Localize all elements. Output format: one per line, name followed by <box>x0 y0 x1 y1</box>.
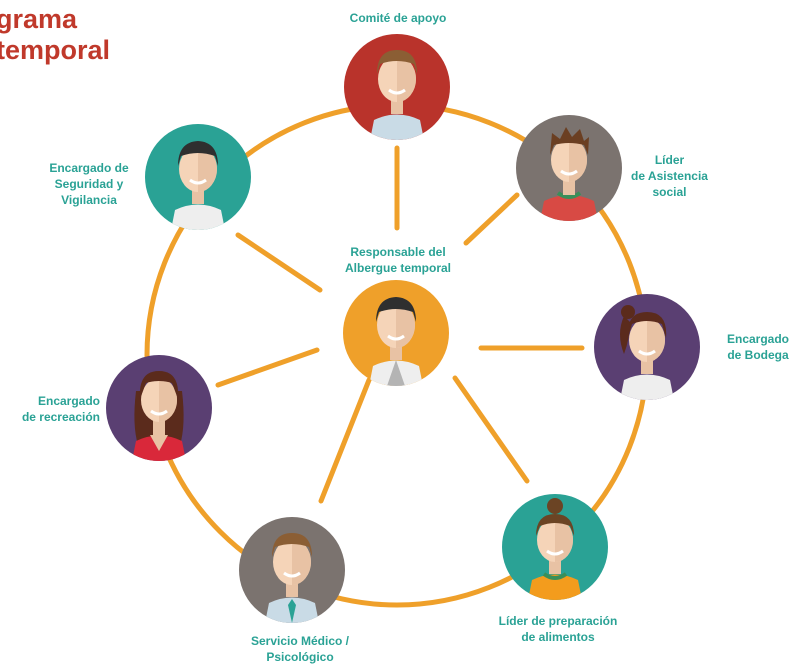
person-icon <box>502 494 608 600</box>
role-avatar-bodega <box>594 294 700 400</box>
role-avatar-comite <box>344 34 450 140</box>
role-label-seguridad: Encargado de Seguridad y Vigilancia <box>49 161 129 207</box>
person-icon <box>239 517 345 623</box>
person-icon <box>516 115 622 221</box>
role-label-comite: Comité de apoyo <box>349 11 447 25</box>
role-label-lider-asistencia: Líder de Asistencia social <box>631 153 708 199</box>
person-icon <box>344 34 450 140</box>
role-avatar-alimentos <box>502 494 608 600</box>
person-icon <box>106 355 212 461</box>
spoke-alimentos <box>452 375 530 484</box>
role-label-alimentos: Líder de preparación de alimentos <box>498 614 618 644</box>
person-icon <box>343 280 449 386</box>
page-title: grama temporal <box>0 4 111 65</box>
role-label-medico: Servicio Médico / Psicológico <box>250 634 350 664</box>
person-icon <box>594 294 700 400</box>
spoke-medico <box>318 377 372 504</box>
center-avatar <box>343 280 449 386</box>
role-label-bodega: Encargado de Bodega <box>726 332 789 362</box>
role-label-recreacion: Encargado de recreación <box>21 394 100 424</box>
spoke-recreacion <box>215 347 320 388</box>
role-avatar-recreacion <box>106 355 212 461</box>
spoke-asistencia <box>463 192 520 246</box>
center-label: Responsable del Albergue temporal <box>344 245 452 275</box>
role-avatar-seguridad <box>145 124 251 230</box>
role-avatar-medico <box>239 517 345 623</box>
role-avatar-lider-asistencia <box>516 115 622 221</box>
person-icon <box>145 124 251 230</box>
spoke-seguridad <box>235 232 323 293</box>
